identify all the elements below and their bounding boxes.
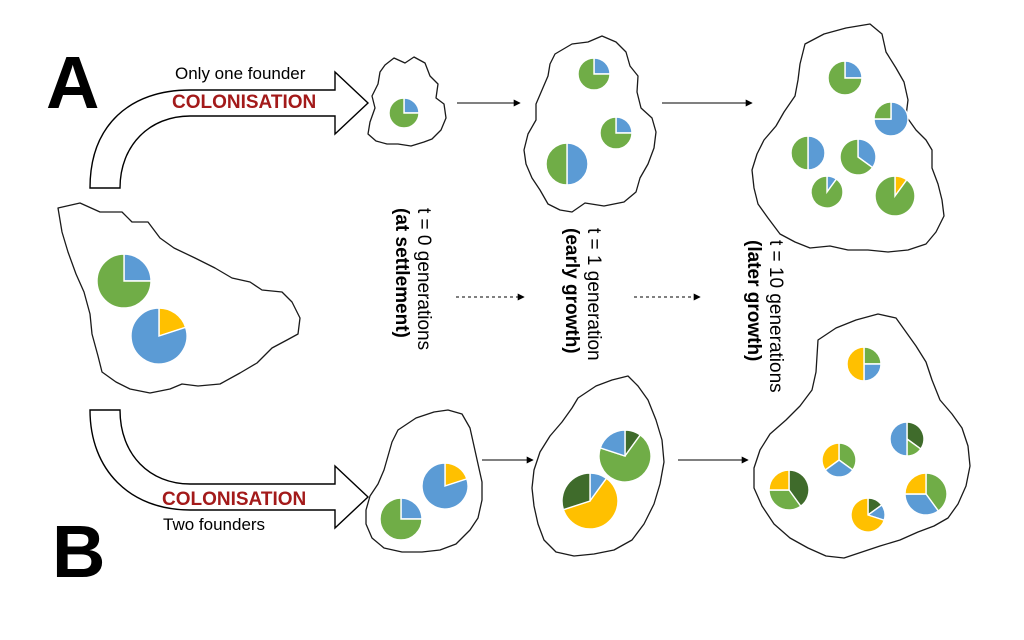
pie-a-t1-1 <box>577 57 611 91</box>
pie-a-t1-2 <box>599 116 633 150</box>
pie-a-t10-3 <box>790 135 826 171</box>
pie-slice-green <box>388 97 420 129</box>
caption-one-founder: Only one founder <box>175 64 306 83</box>
pie-slice-green <box>838 442 857 471</box>
pie-slice-green <box>874 175 916 217</box>
generation-label-t10: t = 10 generations (later growth) <box>743 240 786 393</box>
pie-slice-green <box>379 497 423 541</box>
pie-slice-green <box>545 142 568 186</box>
pie-source-2 <box>130 307 188 365</box>
pie-b-t10-4 <box>768 469 810 511</box>
pie-slice-green <box>96 253 152 309</box>
pie-slice-yellow <box>904 472 927 495</box>
pie-b-t10-6 <box>850 497 886 533</box>
pie-slice-blue <box>123 253 152 282</box>
pie-slice-green <box>598 433 652 483</box>
generation-label-t0-line2: (at settlement) <box>391 208 412 338</box>
generation-label-t1-line1: t = 1 generation <box>583 228 604 361</box>
pie-slice-blue <box>857 138 877 169</box>
generation-label-t10-line1: t = 10 generations <box>765 240 786 393</box>
colonisation-arrow-b <box>89 409 370 530</box>
pie-b-t10-1 <box>846 346 882 382</box>
pie-slice-yellow <box>846 346 865 382</box>
pie-slice-green <box>827 60 863 96</box>
colonisation-label-b: COLONISATION <box>162 489 306 510</box>
pie-slice-blue <box>904 493 940 516</box>
pie-slice-blue <box>599 429 626 457</box>
generation-label-t10-line2: (later growth) <box>743 240 764 361</box>
pie-a-t1-3 <box>545 142 589 186</box>
pie-b-t1-1 <box>598 429 652 483</box>
pie-b-t1-2 <box>561 472 619 530</box>
pie-slice-green <box>577 57 611 91</box>
panel-b-letter: B <box>52 510 105 593</box>
island-a-t10 <box>751 23 945 253</box>
pie-slice-blue <box>421 462 469 510</box>
pie-slice-dark-green <box>906 421 925 450</box>
pie-slice-green <box>839 138 874 176</box>
pie-a-t10-5 <box>810 175 844 209</box>
pie-slice-blue <box>807 135 826 171</box>
pie-source-1 <box>96 253 152 309</box>
pie-slice-green <box>810 175 844 209</box>
caption-two-founders: Two founders <box>163 515 265 534</box>
generation-label-t1-line2: (early growth) <box>561 228 582 354</box>
pie-slice-yellow <box>821 442 840 471</box>
source-island <box>57 202 301 394</box>
pie-b-t10-3 <box>889 421 925 457</box>
pie-slice-green <box>925 472 948 512</box>
pie-a-t0-1 <box>388 97 420 129</box>
pie-b-t0-2 <box>379 497 423 541</box>
panel-a-letter: A <box>46 41 99 124</box>
pie-b-t0-1 <box>421 462 469 510</box>
generation-label-t1: t = 1 generation (early growth) <box>561 228 604 361</box>
pie-a-t10-6 <box>874 175 916 217</box>
population-pies <box>96 57 948 541</box>
pie-slice-yellow <box>850 497 886 533</box>
pie-a-t10-2 <box>873 101 909 137</box>
colonisation-arrow-a <box>89 70 370 189</box>
colonisation-label-a: COLONISATION <box>172 92 316 113</box>
pie-slice-green <box>790 135 809 171</box>
generation-label-t0-line1: t = 0 generations <box>413 208 434 350</box>
pie-slice-blue <box>130 307 188 365</box>
pie-b-t10-5 <box>904 472 948 516</box>
pie-a-t10-4 <box>839 138 877 176</box>
pie-slice-dark-green <box>561 472 591 511</box>
pie-slice-green <box>873 101 892 120</box>
generation-label-t0: t = 0 generations (at settlement) <box>391 208 434 350</box>
pie-slice-blue <box>566 142 589 186</box>
pie-slice-yellow <box>562 477 619 530</box>
pie-a-t10-1 <box>827 60 863 96</box>
pie-slice-blue <box>889 421 908 457</box>
pie-slice-green <box>599 116 633 150</box>
pie-slice-green <box>768 489 802 511</box>
pie-slice-dark-green <box>788 469 810 508</box>
pie-slice-blue <box>824 459 854 478</box>
pie-b-t10-2 <box>821 442 857 478</box>
pie-slice-yellow <box>768 469 790 491</box>
